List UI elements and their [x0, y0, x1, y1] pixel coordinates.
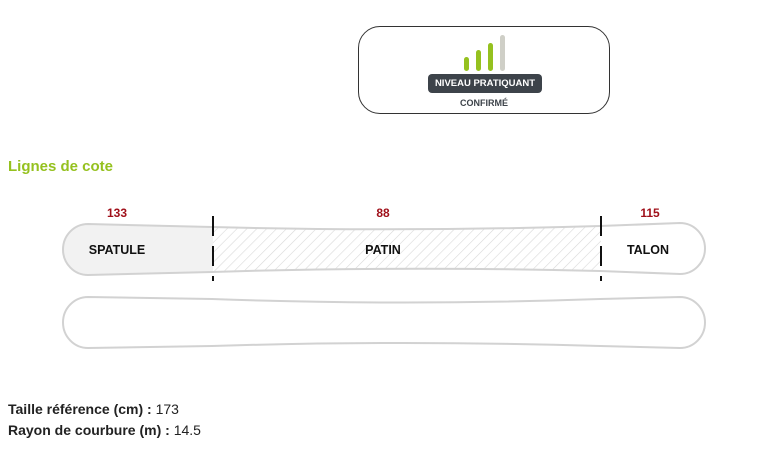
talon-width: 115 — [640, 206, 660, 220]
skill-level-card: NIVEAU PRATIQUANT CONFIRMÉ — [358, 26, 610, 114]
spec-row: Taille référence (cm) : 173 — [8, 399, 201, 420]
level-bar — [488, 43, 493, 71]
ski-side-outline — [62, 295, 706, 350]
ski-top-outline — [62, 221, 706, 277]
level-badge: NIVEAU PRATIQUANT — [428, 74, 542, 93]
spec-label: Taille référence (cm) : — [8, 401, 152, 417]
level-bar — [500, 35, 505, 71]
spatule-zone — [63, 223, 213, 275]
level-value: CONFIRMÉ — [460, 98, 508, 108]
level-bars-icon — [464, 33, 508, 71]
ski-specs: Taille référence (cm) : 173 Rayon de cou… — [8, 399, 201, 441]
spatule-width: 133 — [107, 206, 127, 220]
spec-row: Rayon de courbure (m) : 14.5 — [8, 420, 201, 441]
spatule-label: SPATULE — [89, 243, 145, 257]
spec-label: Rayon de courbure (m) : — [8, 422, 170, 438]
patin-zone — [213, 223, 601, 275]
talon-label: TALON — [627, 243, 669, 257]
spec-value: 14.5 — [173, 422, 201, 438]
spec-value: 173 — [155, 401, 179, 417]
section-title: Lignes de cote — [8, 158, 114, 175]
level-bar — [464, 57, 469, 71]
patin-label: PATIN — [365, 243, 401, 257]
level-bar — [476, 50, 481, 71]
patin-width: 88 — [376, 206, 390, 220]
